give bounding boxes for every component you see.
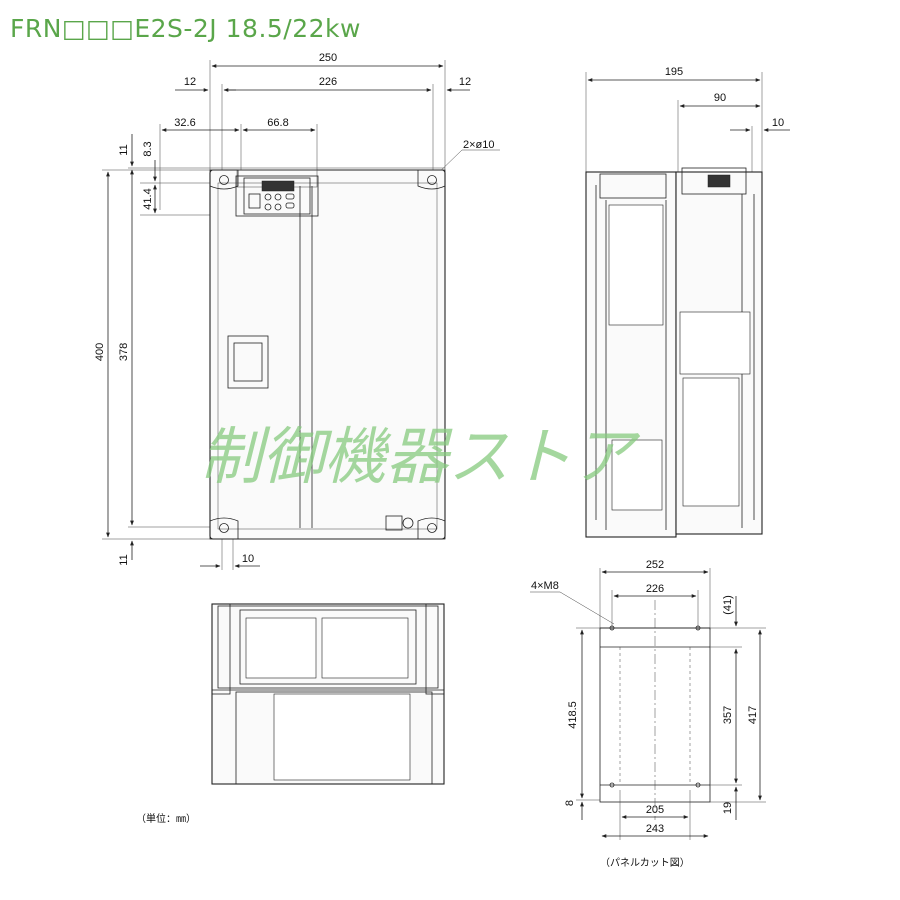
- keypad-icon: [235, 175, 319, 217]
- dim-cut-hole-pitch: 226: [646, 583, 664, 595]
- dim-hole-pitch: 226: [319, 76, 337, 88]
- dim-overall-height: 400: [94, 343, 106, 361]
- dim-margin-right: 12: [459, 76, 471, 88]
- unit-caption: （単位：㎜）: [136, 812, 196, 825]
- dim-keypad-top: 8.3: [142, 141, 154, 156]
- dim-top-margin: 11: [118, 144, 130, 155]
- dim-cut-bottom-outer: 243: [646, 823, 664, 835]
- panel-cut-view: [530, 568, 766, 840]
- dim-cut-bottom-inner: 205: [646, 804, 664, 816]
- dim-cut-height-left: 418.5: [567, 701, 579, 729]
- dim-cut-bottom-left: 8: [564, 800, 576, 806]
- dim-keypad-width: 66.8: [267, 117, 288, 129]
- dim-depth: 195: [665, 66, 683, 78]
- drawing-title: FRN□□□E2S-2J 18.5/22kw: [10, 14, 361, 43]
- bottom-view: [211, 603, 445, 785]
- dim-margin-left: 12: [184, 76, 196, 88]
- dim-cut-outer-width: 252: [646, 559, 664, 571]
- watermark: 制御機器ストア: [200, 420, 641, 493]
- dim-bottom-margin: 11: [118, 554, 130, 565]
- dim-keypad-offset: 32.6: [174, 117, 195, 129]
- dim-keypad-height: 41.4: [142, 188, 154, 209]
- dim-cut-height-inner: 357: [722, 706, 734, 724]
- dim-upper-depth: 90: [714, 92, 726, 104]
- dim-cut-height-right: 417: [747, 706, 759, 724]
- dim-overall-width: 250: [319, 52, 337, 64]
- screw-note: 4×M8: [531, 580, 559, 592]
- dim-lip: 10: [772, 117, 784, 129]
- dim-hole-height: 378: [118, 343, 130, 361]
- hole-note: 2×ø10: [463, 139, 495, 151]
- panel-cut-caption: （パネルカット図）: [600, 857, 690, 869]
- dim-cut-bottom-right: 19: [722, 802, 734, 814]
- side-view: [585, 72, 790, 538]
- dim-cut-top-offset: (41): [722, 595, 734, 615]
- front-view: [102, 60, 500, 570]
- dim-bottom-slot: 10: [242, 553, 254, 565]
